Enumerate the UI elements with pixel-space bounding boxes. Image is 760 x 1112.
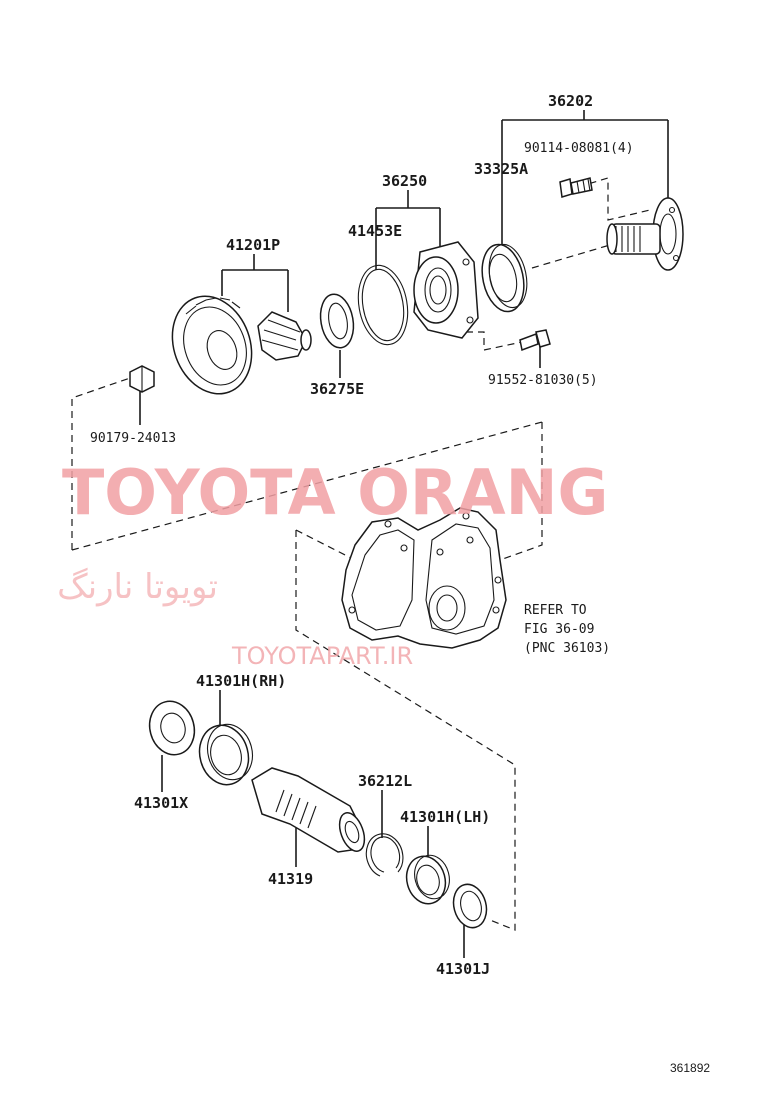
output-flange-drawing xyxy=(606,197,684,271)
part-label-41301J[interactable]: 41301J xyxy=(436,960,490,978)
assembly-dashed-lines xyxy=(71,177,651,931)
washer-lh-drawing xyxy=(452,883,488,929)
thrust-washer-drawing xyxy=(148,700,196,756)
part-label-90114-08081[interactable]: 90114-08081(4) xyxy=(524,141,634,156)
part-label-41201P[interactable]: 41201P xyxy=(226,236,280,254)
reference-note: REFER TO FIG 36-09 (PNC 36103) xyxy=(524,603,610,656)
reference-line-3: (PNC 36103) xyxy=(524,641,610,656)
watermark-brand: TOYOTA ORANG xyxy=(62,456,608,529)
reference-line-1: REFER TO xyxy=(524,603,587,618)
part-drawings xyxy=(129,177,684,929)
part-label-41301H-RH[interactable]: 41301H(RH) xyxy=(196,672,286,690)
part-label-41319[interactable]: 41319 xyxy=(268,870,313,888)
bearing-retainer-drawing xyxy=(413,241,479,339)
part-label-36202[interactable]: 36202 xyxy=(548,92,593,110)
leader-lines xyxy=(139,110,669,958)
flange-bolt-drawing xyxy=(559,177,593,198)
o-ring-drawing xyxy=(357,264,409,346)
snap-ring-drawing xyxy=(365,833,404,877)
ring-gear-drawing xyxy=(171,295,253,395)
part-label-36250[interactable]: 36250 xyxy=(382,172,427,190)
part-label-91552-81030[interactable]: 91552-81030(5) xyxy=(488,373,598,388)
reference-line-2[interactable]: FIG 36-09 xyxy=(524,622,594,637)
watermark-persian: تویوتا نارنگ xyxy=(57,567,218,607)
part-label-41453E[interactable]: 41453E xyxy=(348,222,402,240)
watermark: TOYOTA ORANG تویوتا نارنگ TOYOTAPART.IR xyxy=(57,456,608,670)
nut-drawing xyxy=(129,365,155,393)
bearing-rh-drawing xyxy=(198,723,254,786)
pinion-gear-drawing xyxy=(257,311,312,361)
part-labels: 36202 90114-08081(4) 33325A 36250 41453E… xyxy=(90,92,634,978)
part-label-36212L[interactable]: 36212L xyxy=(358,772,412,790)
part-label-41301H-LH[interactable]: 41301H(LH) xyxy=(400,808,490,826)
shim-drawing xyxy=(319,293,355,349)
figure-number: 361892 xyxy=(670,1061,710,1075)
part-label-90179-24013[interactable]: 90179-24013 xyxy=(90,431,176,446)
part-label-36275E[interactable]: 36275E xyxy=(310,380,364,398)
shaft-drawing xyxy=(251,767,366,853)
oil-seal-drawing xyxy=(481,243,528,313)
bearing-lh-drawing xyxy=(405,854,450,905)
part-label-33325A[interactable]: 33325A xyxy=(474,160,528,178)
part-label-41301X[interactable]: 41301X xyxy=(134,794,188,812)
transfer-case-housing-drawing xyxy=(341,507,507,649)
watermark-url: TOYOTAPART.IR xyxy=(231,642,413,670)
retainer-bolt-drawing xyxy=(519,329,551,352)
